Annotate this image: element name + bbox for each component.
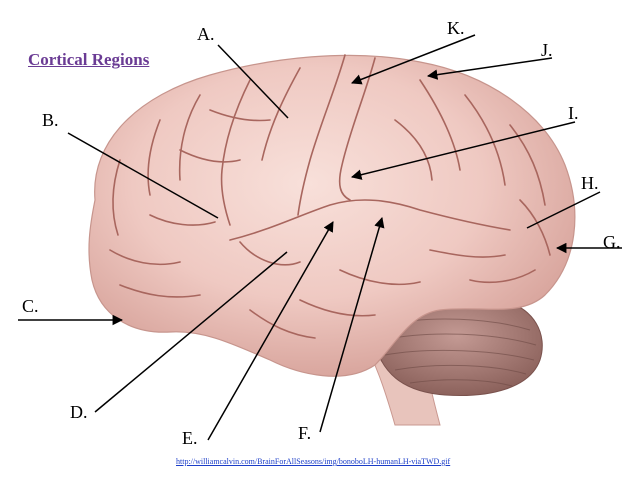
- label-d: D.: [70, 402, 88, 422]
- label-j: J.: [541, 40, 553, 60]
- label-e: E.: [182, 428, 198, 448]
- pointer-h: [526, 191, 601, 229]
- page-title: Cortical Regions: [28, 50, 150, 69]
- label-k: K.: [447, 18, 465, 38]
- pointer-k: [351, 34, 476, 85]
- pointer-i: [350, 121, 576, 180]
- label-b: B.: [42, 110, 59, 130]
- pointer-j: [426, 57, 553, 80]
- label-i: I.: [568, 103, 579, 123]
- cerebrum: [88, 54, 576, 377]
- label-g: G.: [603, 232, 621, 252]
- pointer-a: [217, 44, 289, 119]
- pointer-e: [207, 221, 334, 441]
- label-f: F.: [298, 423, 312, 443]
- cortical-sulci: [109, 54, 551, 339]
- pointer-f: [319, 216, 385, 433]
- label-c: C.: [22, 296, 39, 316]
- pointer-d: [94, 251, 288, 413]
- label-h: H.: [581, 173, 599, 193]
- source-link[interactable]: http://williamcalvin.com/BrainForAllSeas…: [176, 457, 451, 466]
- pointer-lines: [18, 34, 622, 441]
- pointer-b: [67, 132, 219, 219]
- label-a: A.: [197, 24, 215, 44]
